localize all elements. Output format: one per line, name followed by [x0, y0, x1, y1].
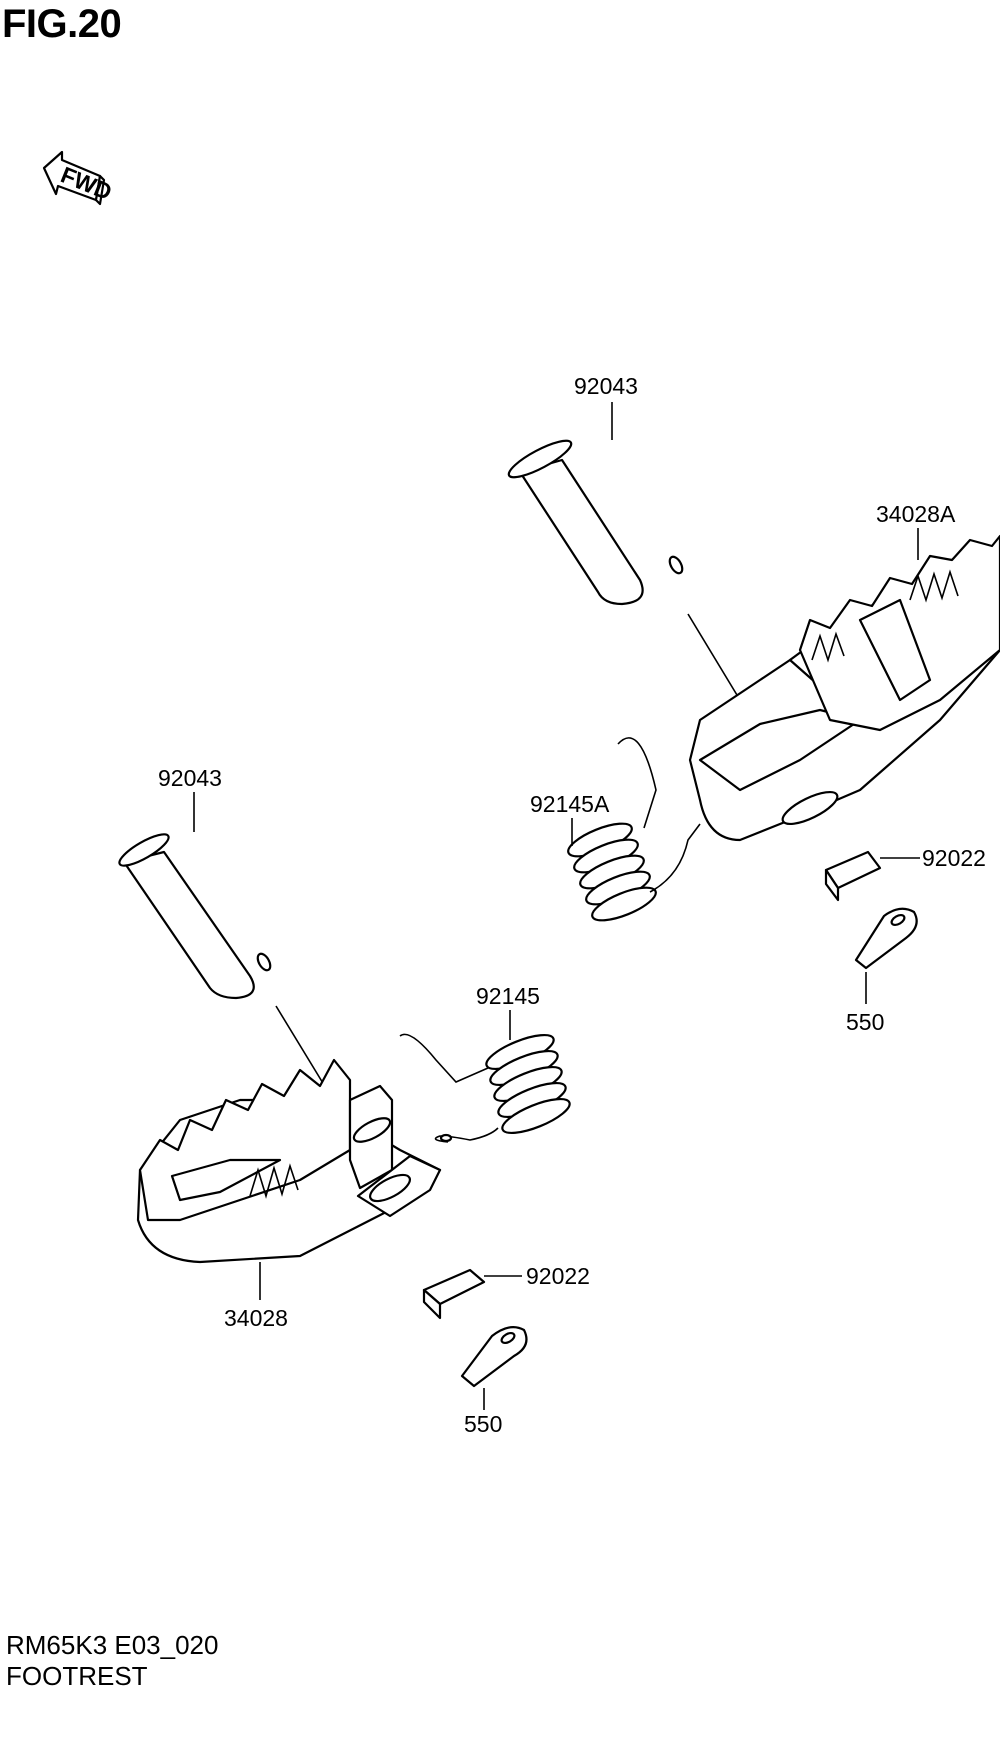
callout-pin-left: 92043	[158, 765, 222, 791]
section-name: FOOTREST	[6, 1661, 148, 1691]
callout-spring-right: 92145A	[530, 791, 610, 817]
washer-left	[422, 1268, 486, 1320]
footrest-left	[136, 1058, 442, 1264]
callout-spring-left: 92145	[476, 983, 540, 1009]
callout-pin-right: 92043	[574, 373, 638, 399]
cotter-pin-left	[460, 1325, 528, 1388]
cotter-pin-right	[854, 907, 918, 970]
axis-pin-right	[687, 613, 741, 701]
pin-left	[118, 833, 272, 1000]
washer-right	[824, 850, 882, 902]
spring-left	[399, 1033, 571, 1143]
pin-right	[507, 439, 684, 606]
spring-right	[567, 737, 701, 922]
callout-cotter-right: 550	[846, 1009, 884, 1035]
fwd-arrow-icon: FWD	[42, 150, 115, 206]
callout-footrest-right: 34028A	[876, 501, 956, 527]
figure-title: FIG.20	[2, 2, 122, 46]
footer: RM65K3 E03_020 FOOTREST	[6, 1630, 218, 1692]
callout-cotter-left: 550	[464, 1411, 502, 1437]
callout-footrest-left: 34028	[224, 1305, 288, 1331]
callout-washer-right: 92022	[922, 845, 986, 871]
fwd-label: FWD	[57, 161, 115, 205]
model-code: RM65K3 E03_020	[6, 1630, 219, 1660]
footrest-right	[688, 534, 1000, 842]
callout-washer-left: 92022	[526, 1263, 590, 1289]
